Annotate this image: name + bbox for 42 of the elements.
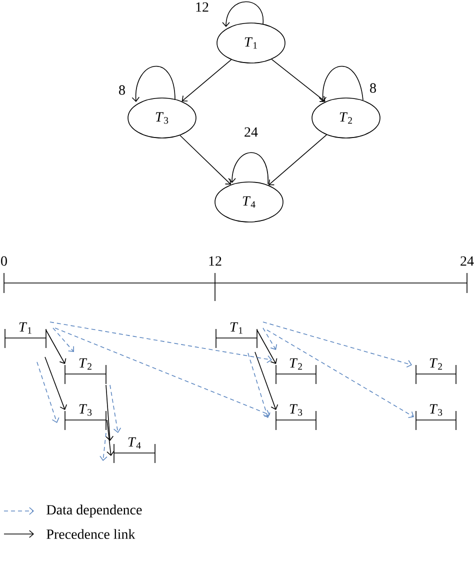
task-bar: T$_{1}$ xyxy=(4,322,46,348)
dashed-arrow xyxy=(52,328,74,352)
dashed-arrow xyxy=(50,322,272,364)
legend-label: Precedence link xyxy=(46,529,136,539)
loop-arrow xyxy=(228,152,268,184)
edge-label: 8 xyxy=(370,83,376,93)
task-bar: T$_{4}$ xyxy=(114,437,156,464)
task-bar: T$_{2}$ xyxy=(64,358,106,384)
dashed-arrow xyxy=(54,328,270,417)
dashed-arrow xyxy=(110,384,122,433)
dashed-arrow xyxy=(36,362,60,423)
loop-arrow xyxy=(132,66,176,102)
arrow xyxy=(268,134,327,186)
arrow xyxy=(106,384,114,441)
task-bar: T$_{2}$ xyxy=(416,358,456,384)
task-bar: T$_{3}$ xyxy=(64,404,106,430)
edge-label: 12 xyxy=(196,2,208,12)
arrow xyxy=(256,330,278,364)
legend-label: Data dependence xyxy=(46,504,142,518)
loop-arrow xyxy=(318,66,364,102)
task-bar: T$_{3}$ xyxy=(276,404,316,430)
arrow xyxy=(106,420,114,456)
dashed-arrow xyxy=(266,330,414,418)
arrow xyxy=(182,59,232,102)
loop-arrow xyxy=(222,1,264,27)
arrow xyxy=(271,58,326,102)
task-bar: T$_{1}$ xyxy=(216,322,258,348)
tick-label: 24 xyxy=(460,256,474,266)
task-bar: T$_{2}$ xyxy=(276,358,316,384)
dashed-arrow xyxy=(248,352,270,418)
task-bar: T$_{3}$ xyxy=(416,404,456,430)
arrow xyxy=(44,356,68,410)
tick-label: 12 xyxy=(209,256,222,266)
arrow xyxy=(180,134,231,185)
tick-label: 0 xyxy=(1,256,7,266)
arrow xyxy=(254,352,278,410)
dashed-arrow xyxy=(100,432,108,461)
dashed-arrow xyxy=(262,328,278,350)
edge-label: 8 xyxy=(119,85,125,95)
edge-label: 24 xyxy=(244,127,258,137)
arrow xyxy=(46,330,66,364)
dashed-arrow xyxy=(262,322,412,368)
